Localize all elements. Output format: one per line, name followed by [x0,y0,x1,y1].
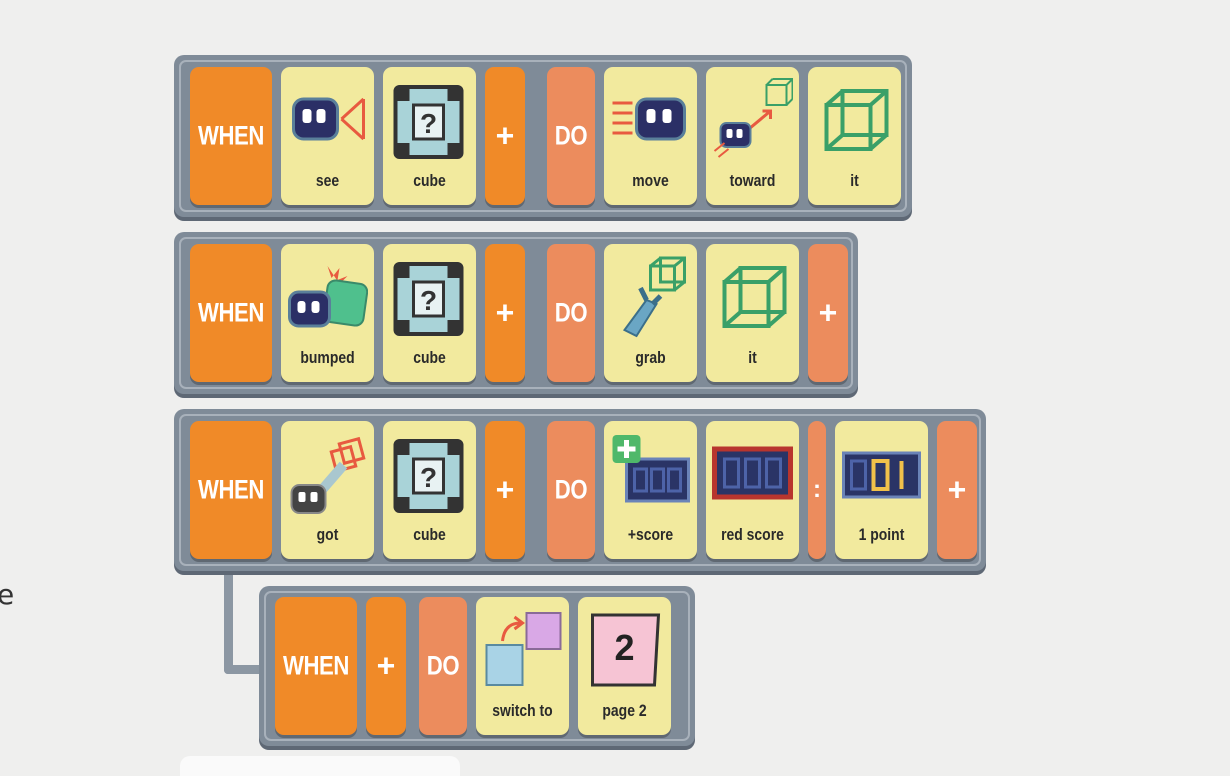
red-scoreboard-icon [712,429,793,517]
rule-3[interactable]: WHEN got ? cube + DO [174,409,986,571]
it-tile[interactable]: it [706,244,799,382]
plus-icon: + [376,647,396,684]
red-score-label: red score [721,525,784,544]
cube-tile[interactable]: ? cube [383,244,476,382]
add-condition-button[interactable]: + [366,597,406,735]
mystery-cube-icon: ? [389,252,470,340]
switch-page-icon [482,605,563,693]
do-tile[interactable]: DO [547,421,595,559]
cube-label: cube [413,348,446,367]
it-tile[interactable]: it [808,67,901,205]
add-action-button[interactable]: + [937,421,977,559]
rule-1[interactable]: WHEN see ? cube + DO [174,55,912,217]
toward-label: toward [729,171,776,190]
when-label: WHEN [282,650,350,681]
do-tile[interactable]: DO [547,67,595,205]
grabber-icon [610,252,691,340]
one-point-label: 1 point [858,525,905,544]
page-2-tile[interactable]: 2 page 2 [578,597,671,735]
when-label: WHEN [197,120,265,151]
svg-text:?: ? [420,462,437,493]
add-action-button[interactable]: + [808,244,848,382]
wire-cube-icon [814,75,895,163]
add-score-icon [610,429,691,517]
do-label: DO [554,474,588,505]
bumped-tile[interactable]: bumped [281,244,374,382]
parameter-separator: : [808,421,826,559]
move-tile[interactable]: move [604,67,697,205]
cube-tile[interactable]: ? cube [383,421,476,559]
plus-icon: + [495,117,515,154]
grab-tile[interactable]: grab [604,244,697,382]
when-tile[interactable]: WHEN [190,67,272,205]
do-label: DO [554,120,588,151]
page-number: 2 [614,627,635,668]
svg-text:?: ? [420,285,437,316]
bumped-label: bumped [300,348,355,367]
red-score-tile[interactable]: red score [706,421,799,559]
when-tile[interactable]: WHEN [190,244,272,382]
page-card-icon [584,605,665,693]
rule-indent-connector [224,574,264,674]
cube-tile[interactable]: ? cube [383,67,476,205]
see-label: see [315,171,340,190]
grab-label: grab [635,348,666,367]
plus-icon: + [947,471,967,508]
when-label: WHEN [197,297,265,328]
page-2-label: page 2 [602,701,647,720]
when-label: WHEN [197,474,265,505]
one-point-scoreboard-icon [841,429,922,517]
robot-got-icon [287,429,368,517]
wire-cube-icon [712,252,793,340]
toward-tile[interactable]: toward [706,67,799,205]
got-label: got [316,525,339,544]
move-label: move [632,171,669,190]
rule-4-indented[interactable]: WHEN + DO switch to 2 page 2 [259,586,695,746]
plus-icon: + [818,294,838,331]
switch-to-tile[interactable]: switch to [476,597,569,735]
add-condition-button[interactable]: + [485,244,525,382]
do-tile[interactable]: DO [547,244,595,382]
mystery-cube-icon: ? [389,75,470,163]
plus-icon: + [495,294,515,331]
do-tile[interactable]: DO [419,597,467,735]
one-point-tile[interactable]: 1 point [835,421,928,559]
it-label: it [748,348,757,367]
robot-toward-icon [712,75,794,163]
cube-label: cube [413,525,446,544]
do-label: DO [426,650,460,681]
switch-to-label: switch to [492,701,553,720]
do-label: DO [554,297,588,328]
add-condition-button[interactable]: + [485,421,525,559]
rule-2[interactable]: WHEN bumped ? cube + DO [174,232,858,394]
got-tile[interactable]: got [281,421,374,559]
robot-move-icon [610,75,691,163]
add-score-tile[interactable]: +score [604,421,697,559]
when-tile[interactable]: WHEN [275,597,357,735]
bottom-panel-tab[interactable] [180,756,460,776]
see-tile[interactable]: see [281,67,374,205]
svg-text:?: ? [420,108,437,139]
when-tile[interactable]: WHEN [190,421,272,559]
robot-see-icon [287,75,368,163]
add-condition-button[interactable]: + [485,67,525,205]
add-score-label: +score [627,525,674,544]
cube-label: cube [413,171,446,190]
mystery-cube-icon: ? [389,429,470,517]
colon-mark: : [813,476,821,503]
plus-icon: + [495,471,515,508]
it-label: it [850,171,859,190]
robot-bumped-icon [287,252,369,340]
stray-text-fragment: e [0,578,15,611]
